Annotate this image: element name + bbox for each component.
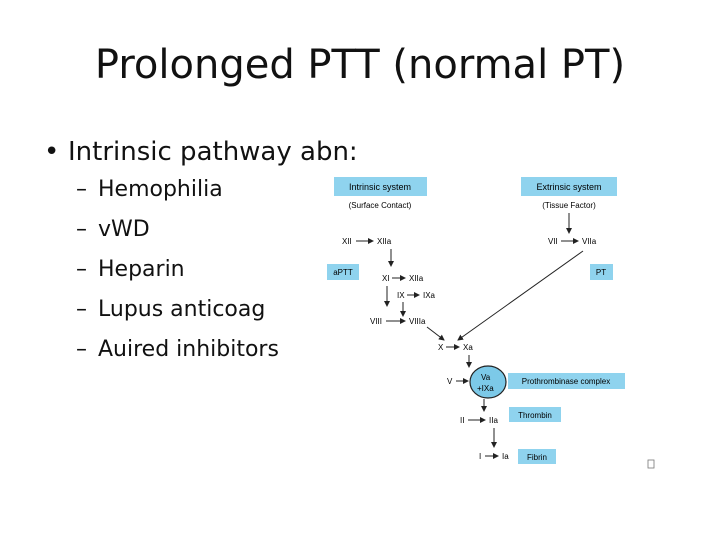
factor-xiia-2: XIIa — [409, 274, 424, 283]
bullet-text: Intrinsic pathway abn: — [68, 137, 358, 167]
sub-item: –Lupus anticoag — [76, 297, 266, 322]
factor-viii: VIII — [370, 317, 382, 326]
factor-xi: XI — [382, 274, 390, 283]
factor-xa: Xa — [463, 343, 473, 352]
factor-v: V — [447, 377, 453, 386]
extrinsic-system-label: Extrinsic system — [536, 182, 601, 192]
factor-x: X — [438, 343, 444, 352]
pt-label: PT — [596, 268, 606, 277]
prothrombinase-box — [508, 373, 625, 389]
corner-mark — [647, 459, 655, 469]
factor-ixa-complex: +IXa — [477, 384, 494, 393]
factor-ia: Ia — [502, 452, 509, 461]
fibrin-label: Fibrin — [527, 453, 547, 462]
sub-item: –Hemophilia — [76, 177, 223, 202]
factor-xiia: XIIa — [377, 237, 392, 246]
factor-viiia: VIIIa — [409, 317, 426, 326]
factor-viia: VIIa — [582, 237, 597, 246]
thrombin-box — [509, 407, 561, 422]
factor-vii: VII — [548, 237, 558, 246]
prothrombinase-label: Prothrombinase complex — [522, 377, 610, 386]
sub-item: –vWD — [76, 217, 150, 242]
factor-va: Va — [481, 373, 491, 382]
thrombin-label: Thrombin — [518, 411, 552, 420]
complex-circle — [469, 365, 507, 399]
factor-ix: IX — [397, 291, 405, 300]
pt-box — [590, 264, 613, 280]
extrinsic-system-box — [521, 177, 617, 196]
factor-xii: XII — [342, 237, 352, 246]
tissue-factor-label: (Tissue Factor) — [542, 201, 596, 210]
fibrin-box — [518, 449, 556, 464]
sub-item: –Auired inhibitors — [76, 337, 279, 362]
factor-i: I — [479, 452, 481, 461]
aptt-box — [327, 264, 359, 280]
aptt-label: aPTT — [333, 268, 353, 277]
factor-iia: IIa — [489, 416, 498, 425]
factor-ixa: IXa — [423, 291, 436, 300]
bullet-item: • Intrinsic pathway abn: — [44, 134, 358, 170]
bullet-list: • Intrinsic pathway abn: –Hemophilia –vWD… — [44, 134, 358, 370]
bullet-dot: • — [44, 137, 60, 167]
factor-ii: II — [460, 416, 464, 425]
surface-contact-label: (Surface Contact) — [349, 201, 412, 210]
sub-list: –Hemophilia –vWD –Heparin –Lupus anticoa… — [44, 170, 358, 370]
sub-item: –Heparin — [76, 257, 185, 282]
slide-title: Prolonged PTT (normal PT) — [94, 42, 626, 88]
intrinsic-system-label: Intrinsic system — [349, 182, 411, 192]
intrinsic-system-box — [334, 177, 427, 196]
